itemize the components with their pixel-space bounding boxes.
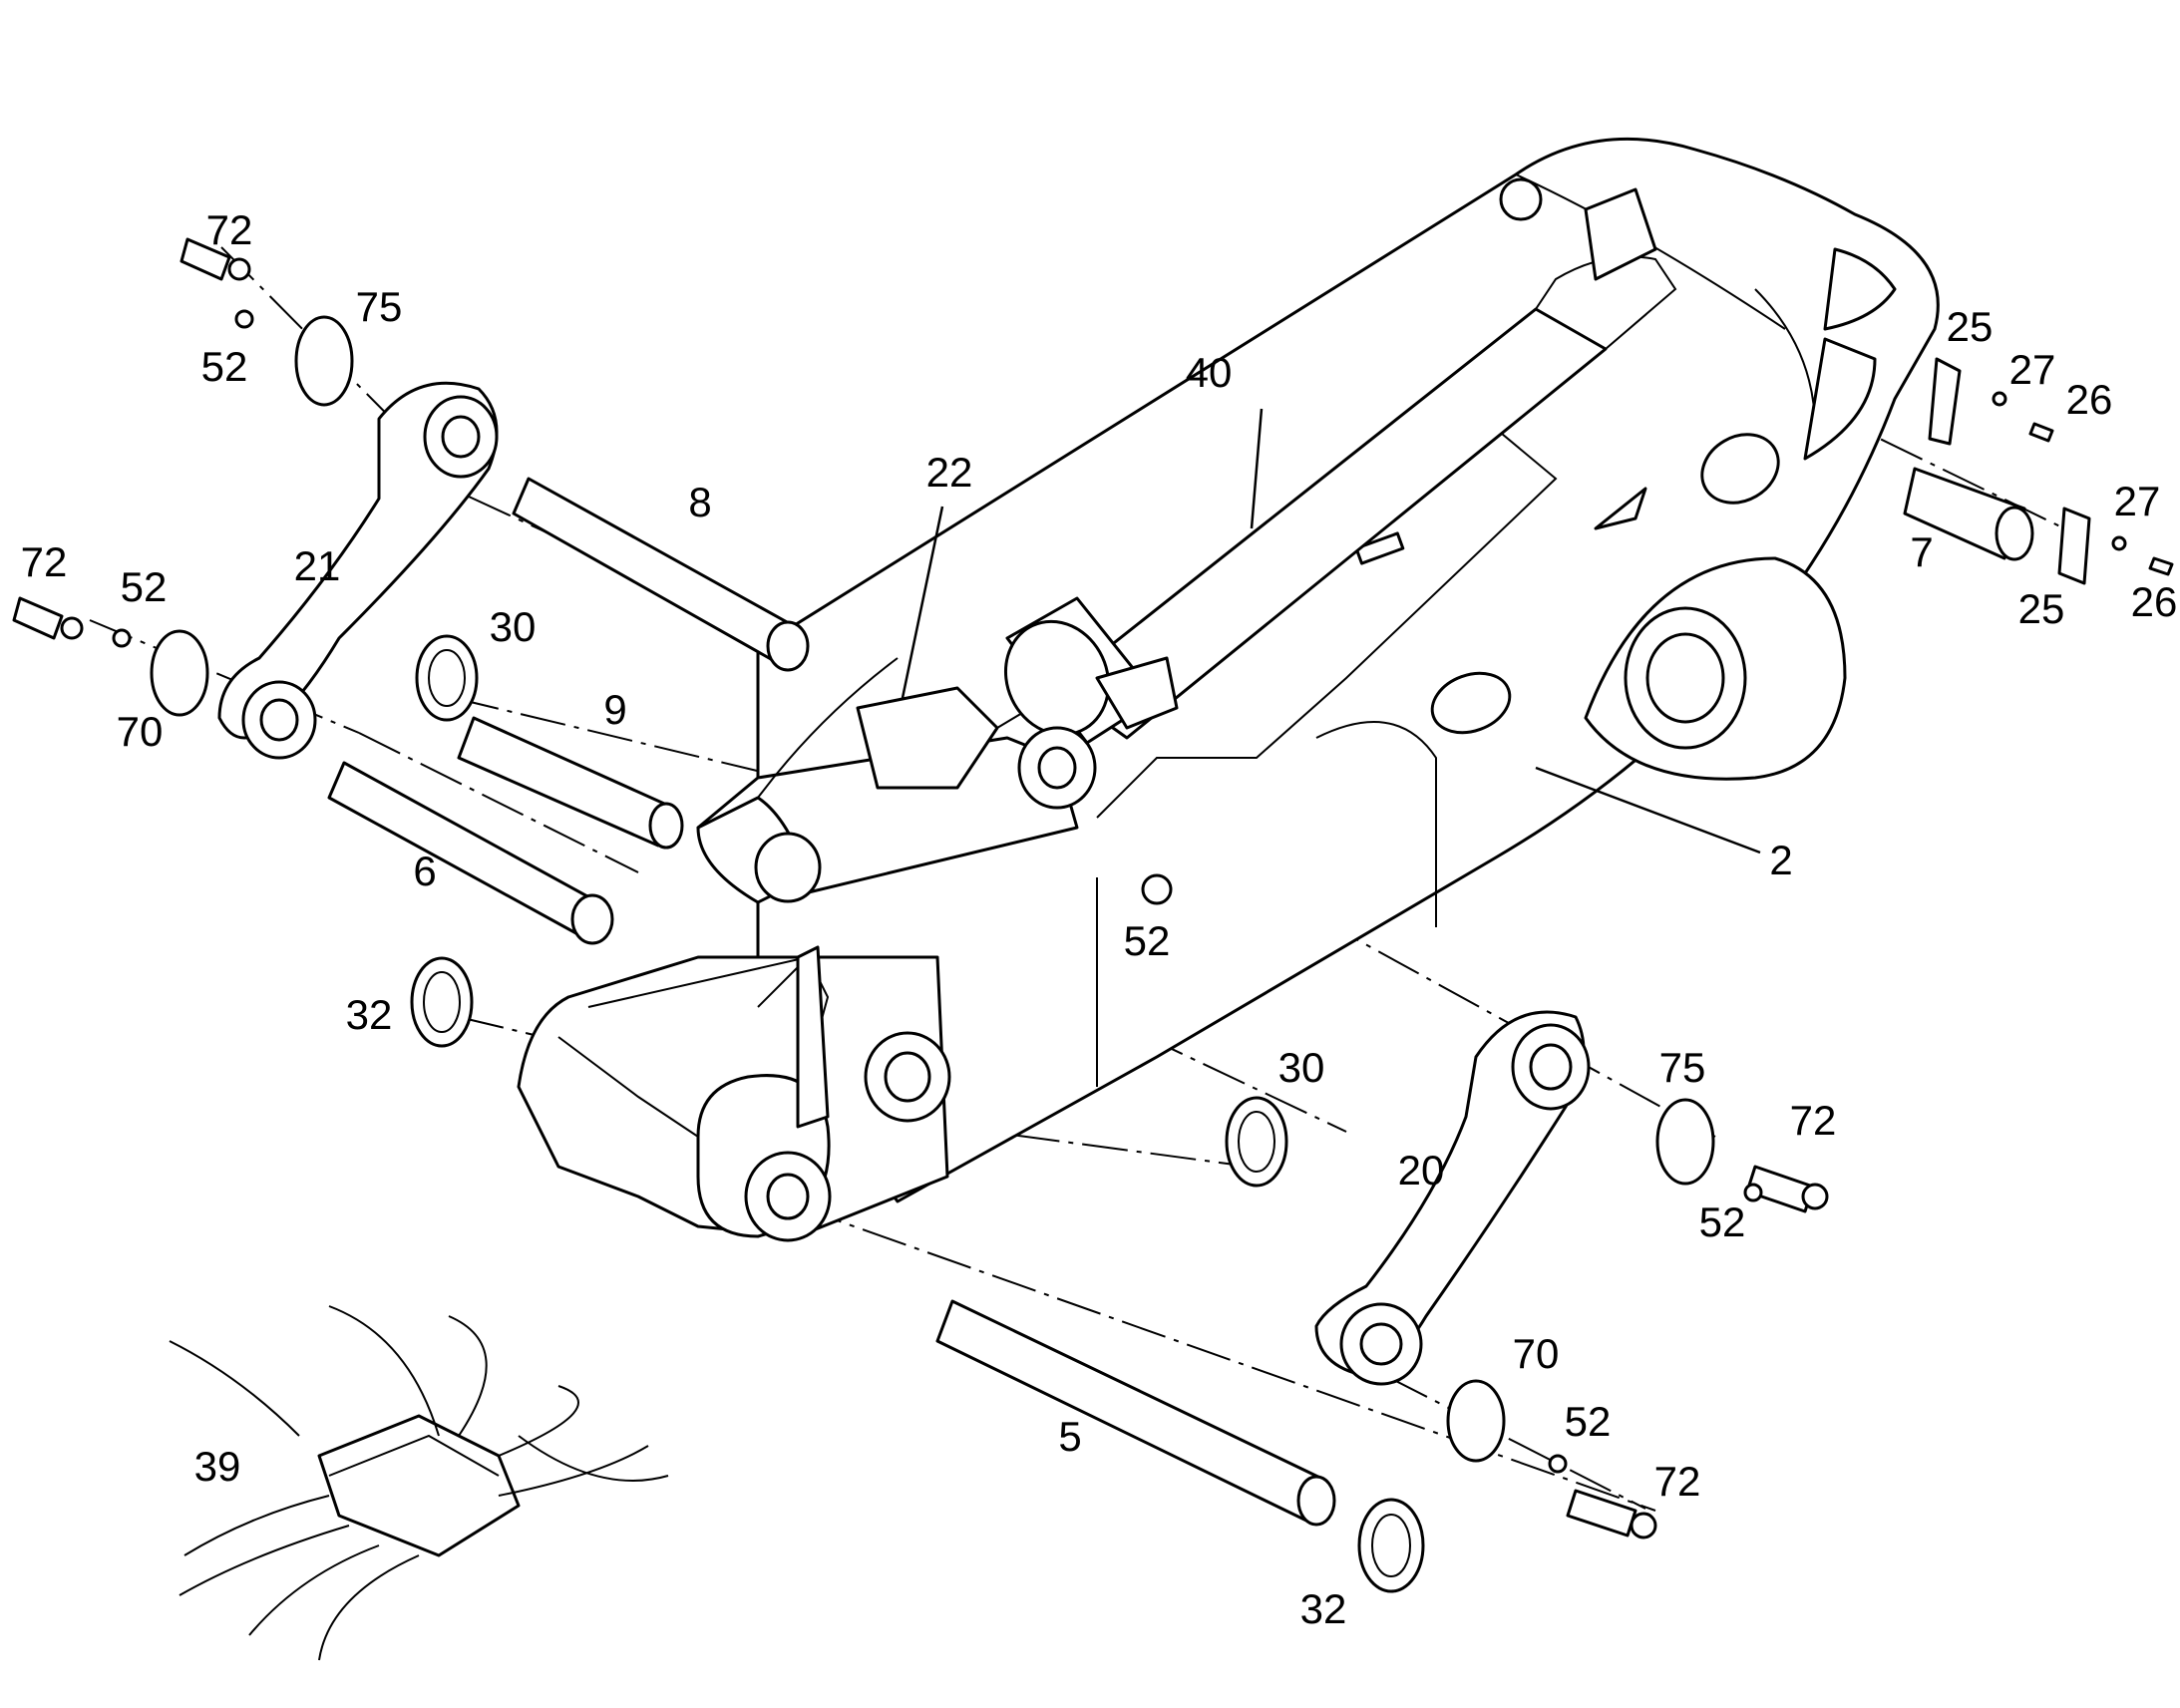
- lower-frame: [517, 945, 951, 1242]
- callout-52: 52: [1699, 1198, 1746, 1245]
- callout-52: 52: [121, 563, 168, 610]
- boom-cylinder: [1003, 177, 1677, 745]
- callout-8: 8: [688, 479, 711, 525]
- callout-20: 20: [1398, 1147, 1445, 1194]
- lift-arm-20: [1314, 1010, 1591, 1386]
- valve-block: [169, 1305, 669, 1661]
- callout-25: 25: [2018, 585, 2065, 632]
- callout-52: 52: [1565, 1398, 1612, 1445]
- callout-72: 72: [1654, 1458, 1701, 1505]
- callout-40: 40: [1186, 349, 1233, 396]
- callout-9: 9: [603, 686, 626, 733]
- upper-link: [696, 657, 1097, 904]
- pin-5: [935, 1299, 1328, 1523]
- leader-lines: [901, 408, 1761, 854]
- hardware: [12, 237, 2174, 1539]
- callout-30: 30: [1278, 1044, 1325, 1091]
- callout-39: 39: [194, 1443, 241, 1490]
- callout-30: 30: [490, 603, 537, 650]
- callout-2: 2: [1769, 837, 1792, 883]
- boom-frame: [756, 137, 1940, 1203]
- callout-32: 32: [1300, 1585, 1347, 1632]
- callout-52: 52: [1124, 917, 1171, 964]
- callout-26: 26: [2131, 578, 2178, 625]
- callout-27: 27: [2009, 346, 2056, 393]
- callout-25: 25: [1947, 303, 1994, 350]
- callout-7: 7: [1910, 528, 1933, 575]
- plate-25-upper: [1928, 357, 1962, 446]
- callout-labels: 72 75 52 40 8 22 21 72 52 30 9 70 6 25 2…: [21, 206, 2178, 1632]
- pin-8: [512, 477, 800, 665]
- callout-21: 21: [294, 542, 341, 589]
- callout-72: 72: [21, 538, 68, 585]
- callout-52: 52: [201, 343, 248, 390]
- callout-70: 70: [117, 708, 164, 755]
- callout-72: 72: [206, 206, 253, 253]
- callout-26: 26: [2066, 376, 2113, 423]
- plate-25-lower: [2057, 507, 2091, 585]
- pin-7: [1903, 467, 2026, 560]
- bearings: [410, 634, 1425, 1593]
- pin-9: [457, 716, 675, 848]
- callout-32: 32: [346, 991, 393, 1038]
- pins: [327, 467, 2034, 1527]
- callout-72: 72: [1790, 1097, 1837, 1144]
- callout-27: 27: [2114, 478, 2161, 524]
- callout-75: 75: [356, 283, 403, 330]
- callout-5: 5: [1058, 1413, 1081, 1460]
- callout-6: 6: [413, 848, 436, 894]
- lift-arm-21: [217, 381, 499, 760]
- callout-70: 70: [1513, 1330, 1560, 1377]
- callout-75: 75: [1659, 1044, 1706, 1091]
- callout-22: 22: [926, 449, 973, 496]
